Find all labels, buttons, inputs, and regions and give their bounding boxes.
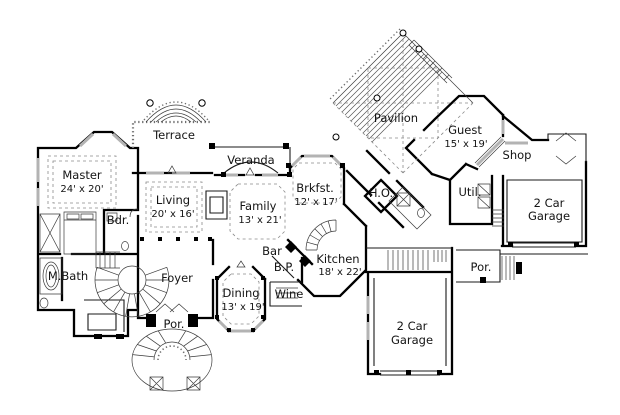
room-label-living: Living: [156, 193, 190, 207]
bathtub: [42, 261, 60, 291]
room-label-porch-front: Por.: [164, 317, 185, 331]
pavilion-column: [373, 94, 381, 102]
terrace-finial: [198, 99, 206, 107]
room-label-shop: Shop: [503, 148, 532, 162]
room-label-home-office: H.O.: [369, 186, 393, 200]
room-label-porch-side: Por.: [471, 260, 492, 274]
room-dims-family: 13' x 21': [238, 215, 281, 226]
room-label-wine: Wine: [275, 287, 304, 301]
room-label-pavilion: Pavilion: [374, 111, 418, 125]
room-dims-guest: 15' x 19': [444, 139, 487, 150]
room-label-bar: Bar: [262, 244, 282, 258]
front-porch: [131, 303, 213, 392]
room-label-guest: Guest: [448, 123, 482, 137]
ceiling-dashed: [47, 155, 342, 325]
room-labels: Master 24' x 20' Terrace Veranda Living …: [48, 111, 570, 347]
window-bands: [36, 120, 528, 340]
kitchen-island: [305, 219, 337, 251]
toilet: [39, 297, 49, 309]
room-dims-breakfast: 12' x 17': [294, 197, 337, 208]
room-label-garage-bottom2: Garage: [391, 333, 433, 347]
stair-core: [117, 265, 147, 295]
room-dims-kitchen: 18' x 22': [318, 267, 361, 278]
porch-column: [188, 314, 198, 327]
room-label-foyer: Foyer: [161, 271, 193, 285]
room-label-bedroom-small: Bdr.: [107, 213, 130, 227]
toilet: [121, 241, 129, 251]
room-label-master-bath: M.Bath: [48, 269, 88, 283]
room-label-terrace: Terrace: [152, 128, 195, 142]
pavilion-structure: [329, 28, 474, 174]
room-label-utility: Util.: [459, 185, 482, 199]
room-label-kitchen: Kitchen: [316, 252, 359, 266]
terrace-structure: [131, 99, 211, 148]
fixtures: [39, 132, 577, 309]
room-dims-master: 24' x 20': [60, 184, 103, 195]
room-label-breakfast: Brkfst.: [296, 181, 333, 195]
room-label-garage-right2: Garage: [528, 209, 570, 223]
room-label-butlers-pantry: B.P.: [274, 260, 294, 274]
room-dims-living: 20' x 16': [151, 209, 194, 220]
pavilion-column: [415, 45, 423, 53]
walls-thick: [36, 94, 588, 376]
room-dims-dining: 13' x 19': [221, 302, 264, 313]
columns: [94, 143, 579, 375]
porch-column: [146, 314, 156, 327]
room-label-dining: Dining: [222, 286, 259, 300]
terrace-finial: [146, 99, 154, 107]
room-label-master: Master: [62, 168, 102, 182]
pavilion-column: [332, 133, 340, 141]
room-label-family: Family: [239, 199, 276, 213]
room-label-veranda: Veranda: [227, 153, 274, 167]
room-label-garage-right: 2 Car: [534, 196, 565, 210]
pavilion-column: [399, 29, 407, 37]
room-label-garage-bottom: 2 Car: [397, 319, 428, 333]
walls-medium: [84, 133, 588, 376]
toilet: [417, 208, 425, 218]
foyer-stair: [94, 251, 170, 318]
